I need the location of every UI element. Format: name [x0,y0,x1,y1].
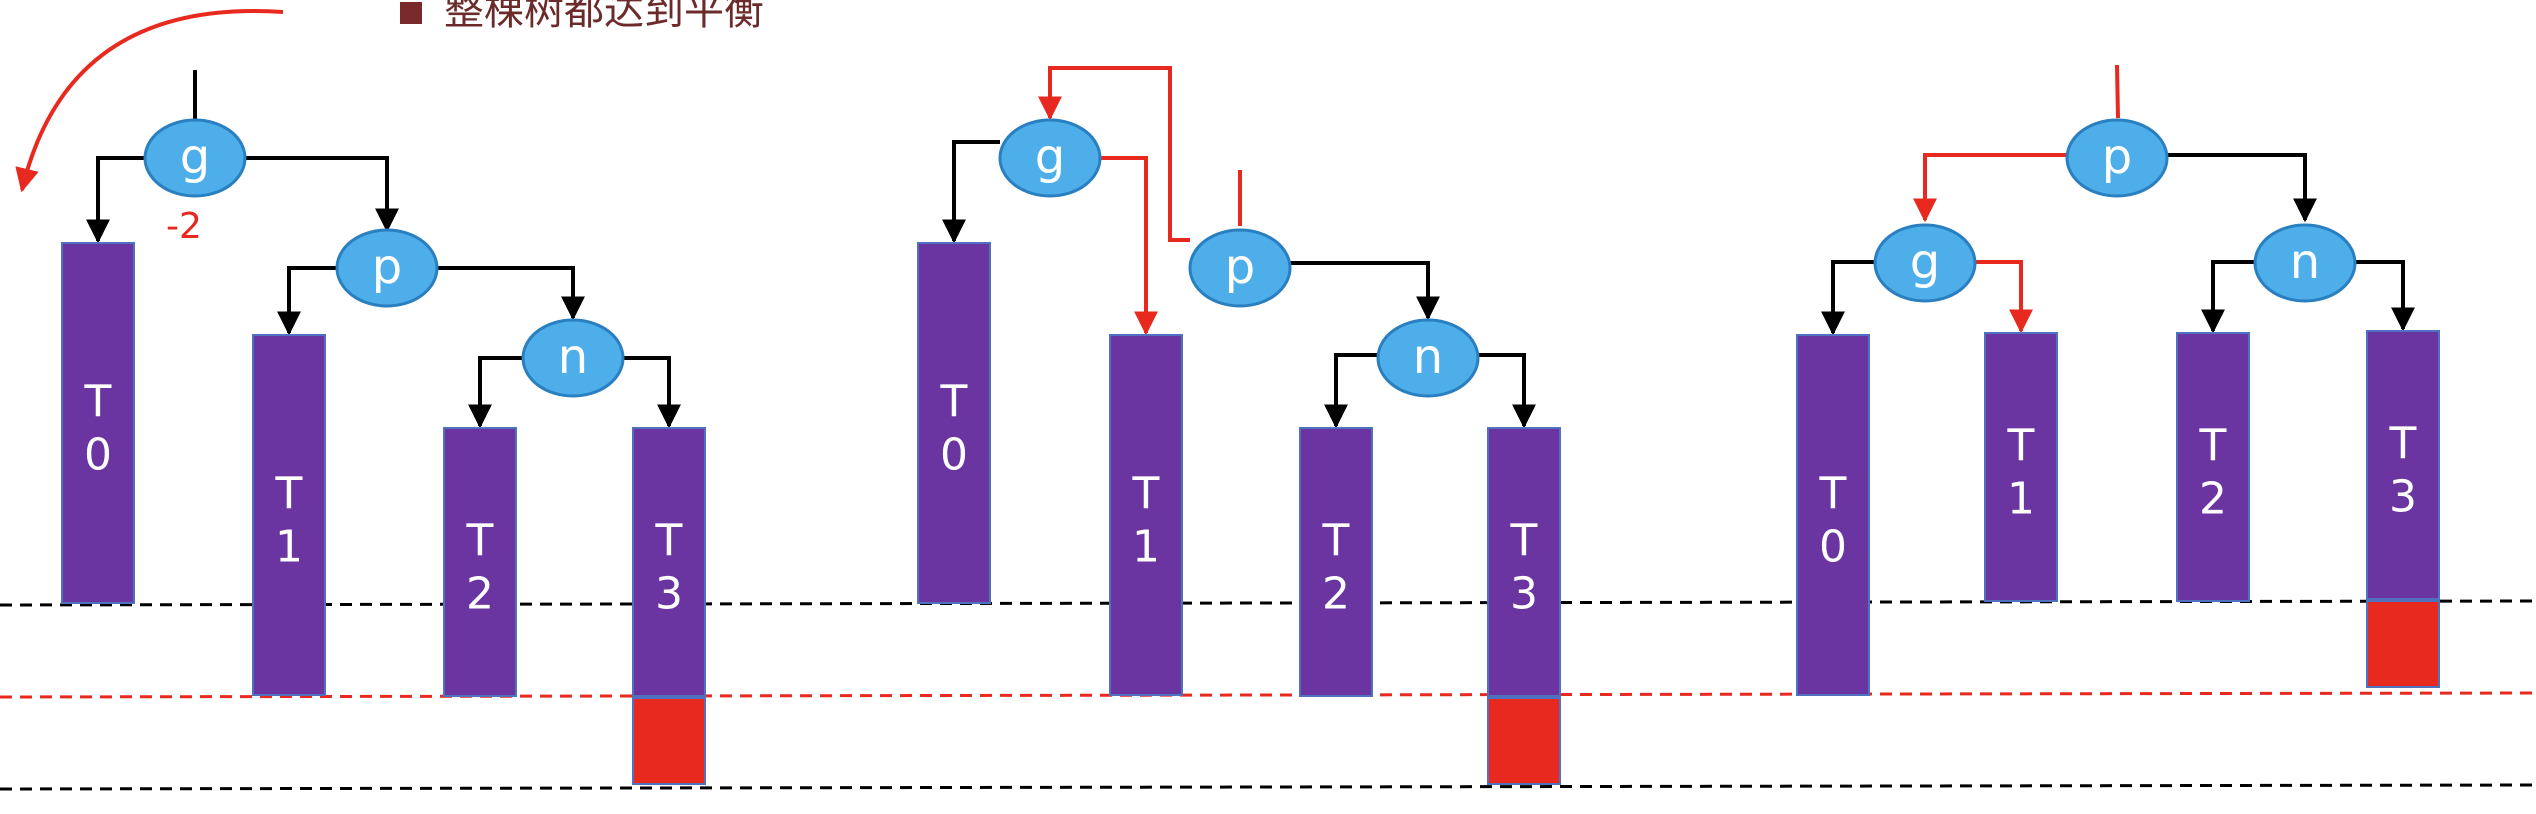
diagram-3-node-p [2065,118,2169,198]
diagram-1-edge-7 [623,356,681,429]
diagram-1-inserted-node-block [632,697,706,785]
diagram-2-subtree-t0 [917,242,991,604]
diagram-3-node-label-g: g [1910,234,1940,290]
diagram-3-node-g [1873,223,1977,303]
diagram-2-edge-5 [1290,261,1440,321]
diagram-2-node-label-p: p [1225,239,1255,295]
diagram-1-subtree-t1 [252,334,326,696]
diagram-2-edge-6 [1324,353,1378,429]
diagram-3-edge-5 [1975,260,2033,334]
height-line-bottom [0,783,2536,791]
diagram-1-edge-4 [277,266,337,336]
diagram-2-edge-7 [1478,353,1536,429]
diagram-1-node-p [335,228,439,308]
diagram-2-node-n [1376,318,1480,398]
diagram-1-subtree-t3 [632,427,706,697]
diagram-2-node-p [1188,228,1292,308]
diagram-1-subtree-t0 [61,242,135,604]
diagram-3-node-label-n: n [2290,234,2320,290]
diagram-1-edge-3 [245,156,399,233]
caption-text: 整棵树都达到平衡 [444,0,764,34]
diagram-2-node-g [998,118,1102,198]
diagram-1-node-label-p: p [372,239,402,295]
diagram-2-edge-3 [1100,156,1158,336]
diagram-2-node-label-n: n [1413,329,1443,385]
diagram-1-node-n [521,318,625,398]
bullet-icon [400,2,422,24]
diagram-2-subtree-t1 [1109,334,1183,696]
diagram-1-edge-2 [86,156,145,244]
diagram-2-subtree-t2 [1299,427,1373,697]
diagram-3-subtree-t0 [1796,334,1870,696]
diagram-3-edge-7 [2355,260,2415,332]
diagram-3-subtree-t3 [2366,330,2440,600]
diagram-3-node-n [2253,223,2357,303]
caption: 整棵树都达到平衡 [400,0,764,36]
height-line-middle [0,691,2536,699]
diagram-2-subtree-t3 [1487,427,1561,697]
diagram-1-node-label-g: g [180,129,210,185]
diagram-1-subtree-t2 [443,427,517,697]
diagram-1-edge-6 [468,356,523,429]
diagram-3-subtree-t1 [1984,332,2058,602]
diagram-1-edge-5 [437,266,585,321]
diagram-3-edge-3 [2167,153,2317,223]
diagram-2-edge-4 [1038,66,1190,242]
diagram-3-edge-2 [1913,153,2067,223]
diagram-2-edge-2 [942,140,1000,244]
height-line-top [0,599,2536,607]
diagram-3-subtree-t2 [2176,332,2250,602]
diagram-1-node-label-n: n [558,329,588,385]
diagram-1-node-g [143,118,247,198]
diagram-3-edge-6 [2201,260,2255,334]
diagram-3-node-label-p: p [2102,129,2132,185]
diagram-2-inserted-node-block [1487,697,1561,785]
diagram-3-inserted-node-block [2366,600,2440,688]
rotation-arrow-icon [15,8,284,193]
balance-factor-label: -2 [166,206,202,247]
diagram-3-edge-1 [2115,64,2120,119]
diagram-2-node-label-g: g [1035,129,1065,185]
diagram-3-edge-4 [1821,260,1875,336]
